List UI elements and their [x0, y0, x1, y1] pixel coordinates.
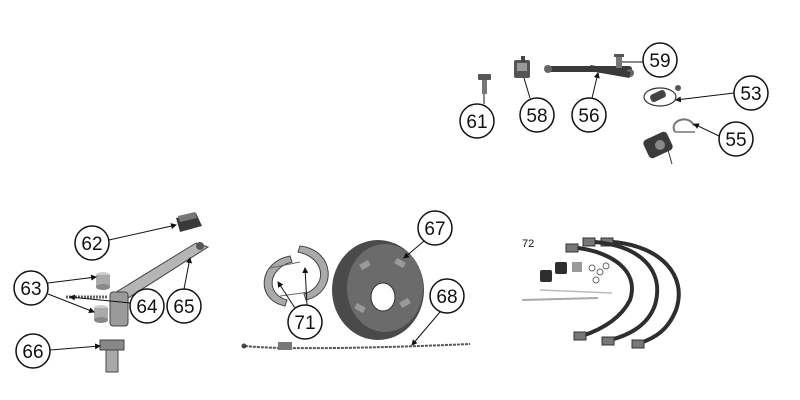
svg-text:67: 67 [424, 219, 445, 240]
svg-text:68: 68 [436, 287, 457, 308]
svg-text:55: 55 [725, 130, 746, 151]
svg-text:66: 66 [22, 342, 43, 363]
callout-62: 62 [74, 223, 177, 261]
callout-56: 56 [571, 72, 607, 133]
part-53-fitting [643, 85, 681, 107]
part-58-bracket [514, 56, 530, 78]
part-56-brake-line [544, 65, 634, 78]
svg-text:63: 63 [20, 279, 41, 300]
callout-63: 63 [13, 270, 97, 313]
callout-58: 58 [519, 77, 555, 133]
part-66-bracket [99, 339, 125, 373]
svg-text:64: 64 [136, 297, 158, 318]
part-62-pedal-pad [176, 212, 202, 232]
svg-text:56: 56 [578, 106, 599, 127]
callout-71: 71 [277, 267, 323, 340]
part-55-spring-clip [672, 118, 695, 133]
part-67-brake-drum [332, 240, 424, 340]
svg-text:53: 53 [740, 84, 761, 105]
callout-55: 55 [693, 121, 754, 157]
callout-59: 59 [622, 42, 678, 78]
part-59-clip [614, 54, 624, 68]
svg-text:58: 58 [526, 106, 547, 127]
svg-text:71: 71 [294, 313, 315, 334]
part-72-brake-hose-kit: 72 [521, 237, 681, 349]
callout-61: 61 [459, 94, 495, 139]
part-63-bushings [94, 272, 110, 323]
part-65-pedal-arm [109, 242, 210, 327]
part-68-park-brake-cable [241, 342, 471, 350]
svg-text:62: 62 [81, 234, 102, 255]
svg-text:59: 59 [649, 51, 670, 72]
svg-text:65: 65 [173, 297, 194, 318]
callout-66: 66 [15, 333, 101, 369]
callout-64: 64 [69, 288, 165, 324]
callout-53: 53 [675, 75, 769, 111]
label-72: 72 [522, 238, 534, 250]
callout-68: 68 [411, 278, 465, 346]
part-wheel-cylinder [643, 131, 673, 165]
part-71-brake-shoes [263, 245, 329, 307]
svg-text:61: 61 [466, 112, 487, 133]
callout-65: 65 [166, 257, 202, 324]
callout-67: 67 [403, 210, 453, 259]
part-61-bolt [478, 74, 491, 94]
